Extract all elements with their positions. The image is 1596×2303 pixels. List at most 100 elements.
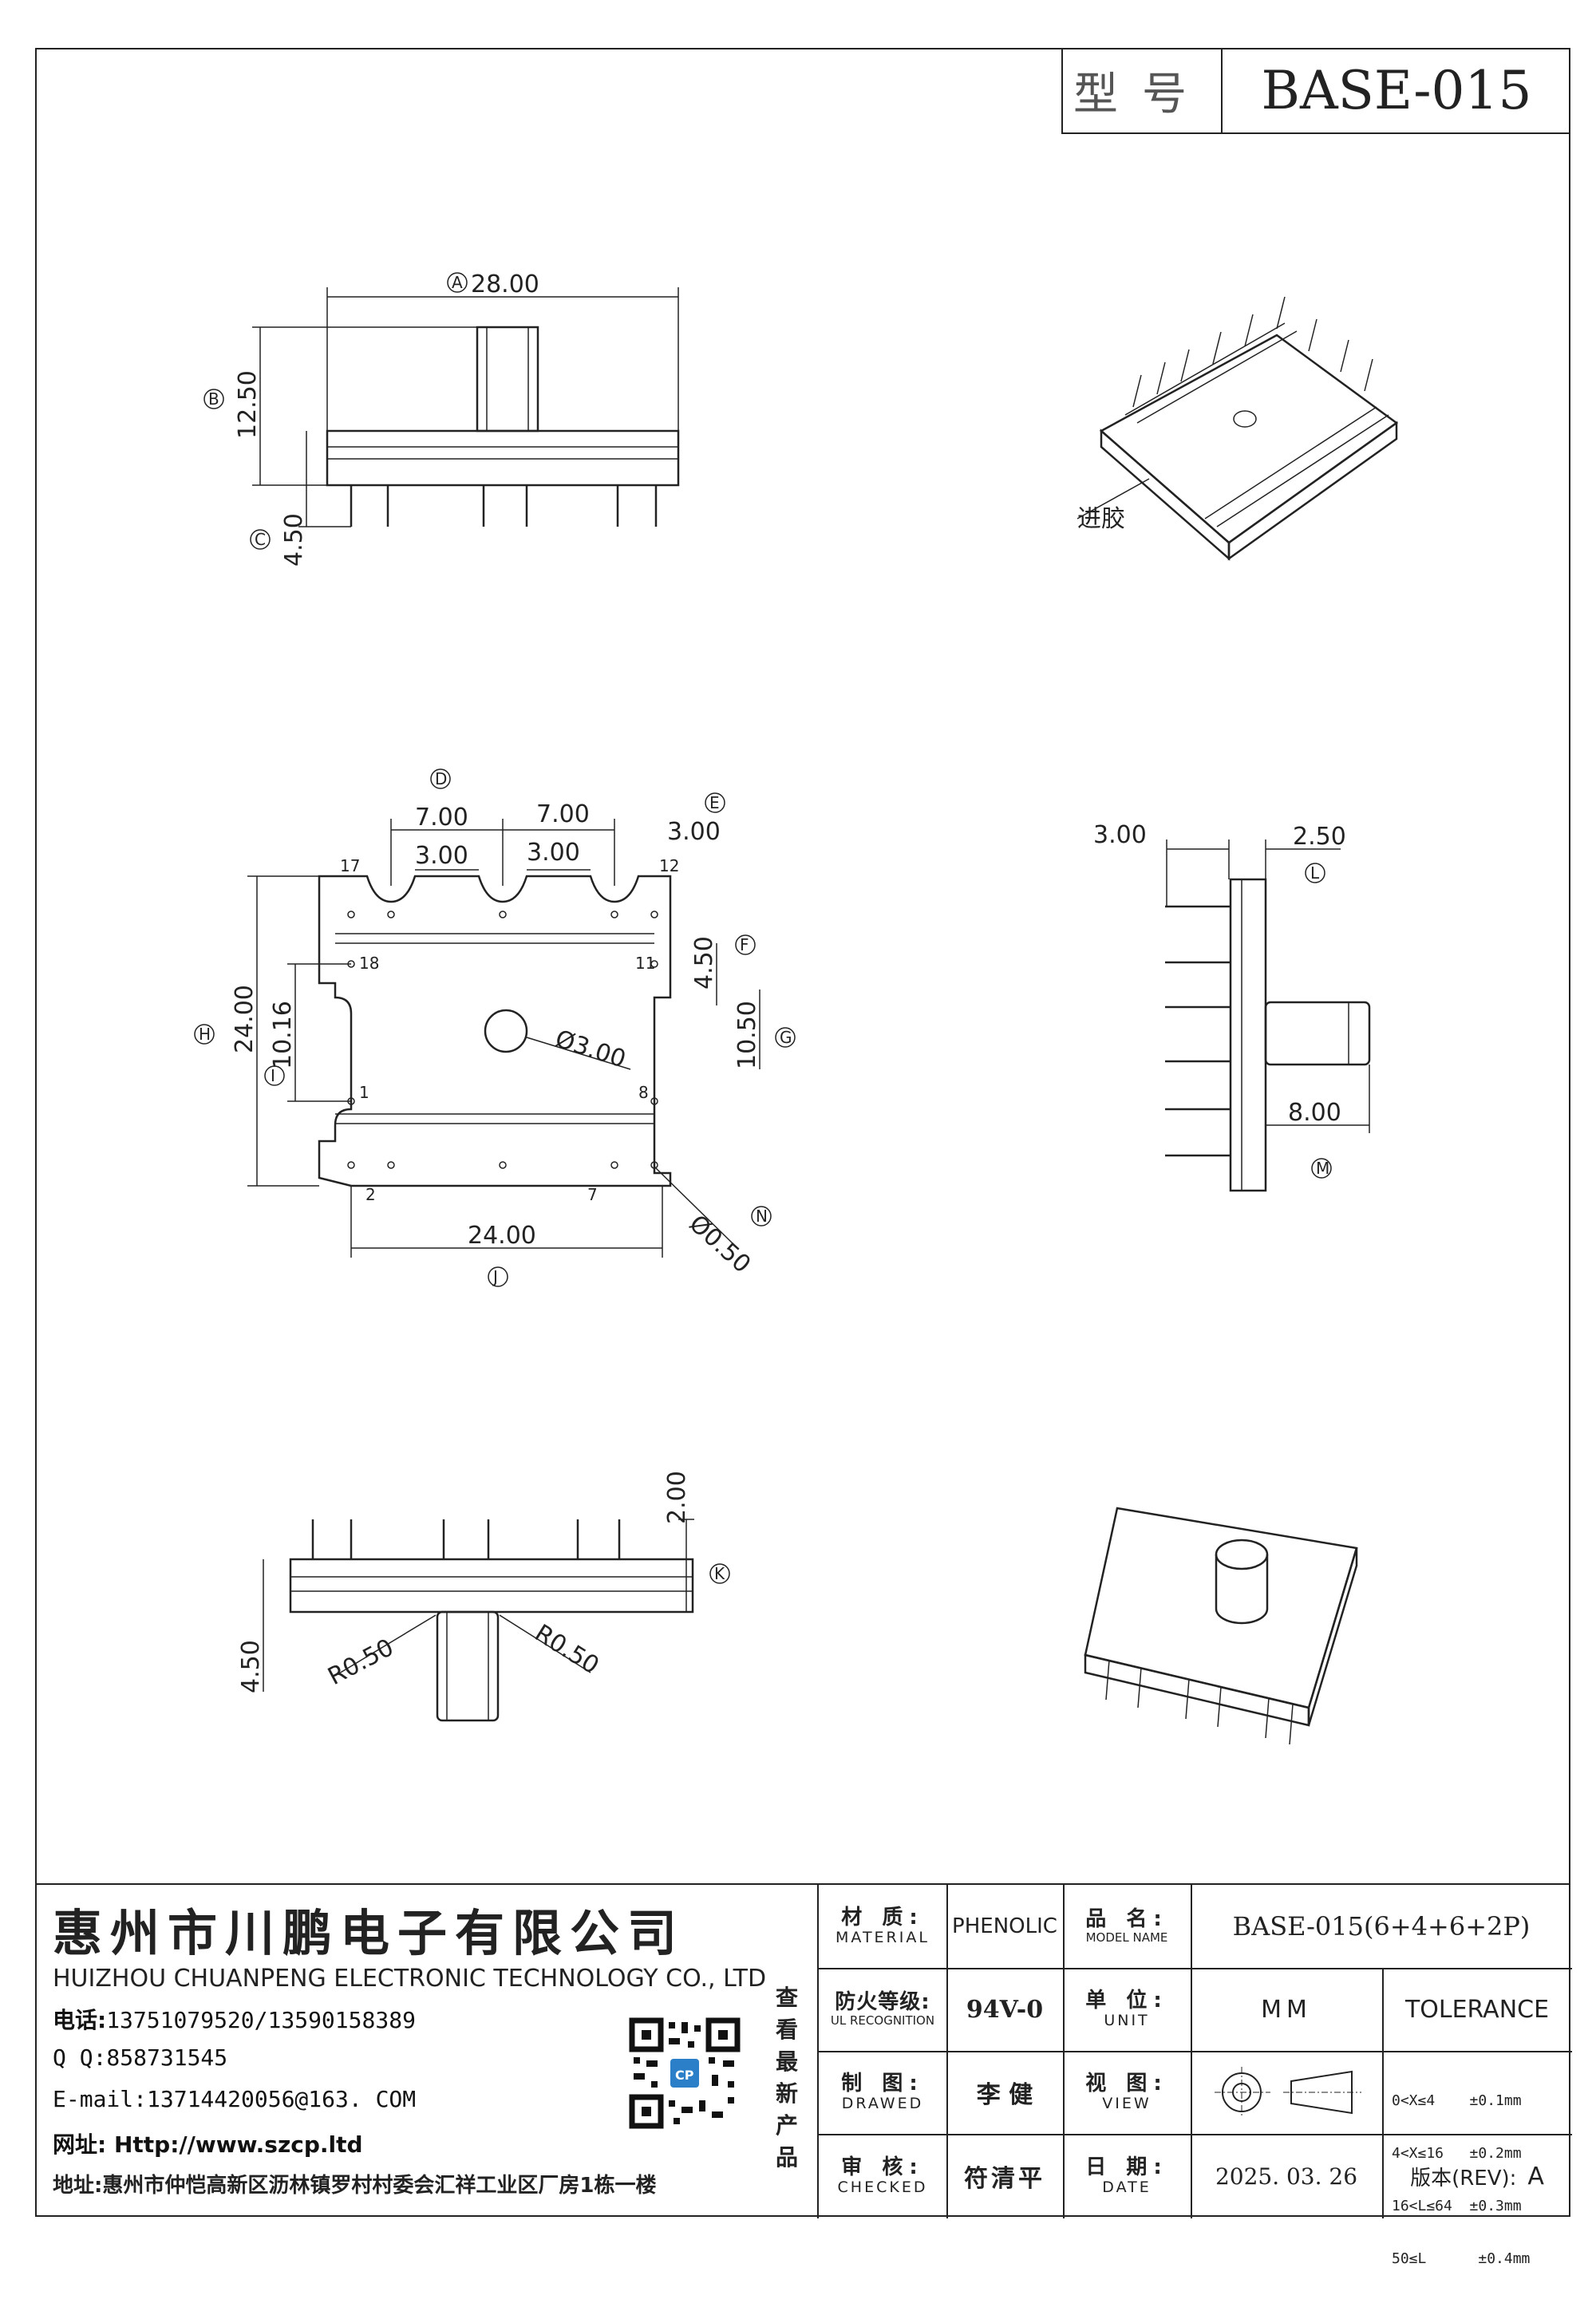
model-label: 型号 [1073, 68, 1211, 120]
unit-label-cell: 单 位: UNIT [1063, 1968, 1191, 2051]
marker-e: E [709, 793, 720, 812]
dim-side-span: 10.50 [733, 1001, 761, 1069]
fire-rating-label-en: UL RECOGNITION [830, 2013, 935, 2028]
company-address-row: 地址:惠州市仲恺高新区沥林镇罗村村委会汇祥工业区厂房1栋一楼 [53, 2169, 657, 2198]
front-post [476, 326, 539, 433]
marker-j: J [492, 1267, 498, 1286]
dim-slot-1: 3.00 [415, 842, 468, 870]
side-body [1229, 878, 1267, 1192]
revision-value: A [1527, 2162, 1544, 2190]
dim-side-thickness: 2.50 [1293, 823, 1346, 851]
unit-value: MM [1261, 1995, 1312, 2024]
dim-radius-left: R0.50 [323, 1633, 398, 1691]
marker-h: H [199, 1025, 211, 1044]
front-base [326, 429, 680, 487]
qr-code-icon: CP [629, 2017, 741, 2129]
dim-front-width: 28.00 [471, 271, 539, 298]
marker-m: M [1316, 1159, 1329, 1178]
bottom-view: 2.00 K 4.50 R0.50 R0.50 [237, 1471, 730, 1722]
view-label-en: VIEW [1102, 2095, 1152, 2112]
model-name-label-en: MODEL NAME [1085, 1930, 1168, 1945]
dim-pitch-2: 7.00 [536, 800, 590, 828]
drawn-label-cell: 制 图: DRAWED [819, 2051, 946, 2134]
material-label-cell: 材 质: MATERIAL [819, 1885, 946, 1968]
bottom-base [289, 1558, 694, 1614]
revision-label: 版本(REV): [1410, 2166, 1517, 2190]
company-web-row: 网址: Http://www.szcp.ltd [53, 2127, 363, 2159]
unit-label-cn: 单 位: [1085, 1989, 1168, 2013]
marker-l: L [1310, 863, 1320, 883]
dim-slot-3: 3.00 [667, 818, 721, 846]
svg-text:CP: CP [675, 2068, 694, 2083]
date-label-cell: 日 期: DATE [1063, 2134, 1191, 2218]
date-label-en: DATE [1102, 2179, 1152, 2196]
qr-note: 查看最新产品 [776, 1985, 799, 2171]
isometric-top-view: 进胶 [1077, 296, 1399, 561]
model-name-value: BASE-015(6+4+6+2P) [1232, 1911, 1531, 1942]
technical-drawing: 28.00 12.50 4.50 A B C [194, 271, 1399, 1745]
web-value[interactable]: Http://www.szcp.ltd [106, 2131, 363, 2158]
phone-value: 13751079520/13590158389 [106, 2007, 416, 2033]
tolerance-row-4: 50≤L ±0.4mm [1392, 2250, 1531, 2267]
bottom-post [436, 1610, 500, 1722]
dim-inner-span: 10.16 [269, 1001, 297, 1069]
dim-center-hole: Ø3.00 [552, 1025, 630, 1073]
pin-7: 7 [587, 1185, 598, 1204]
address-label: 地址: [53, 2174, 103, 2198]
top-view: 17 12 18 11 1 8 2 7 7.00 7.00 3.00 3.00 … [194, 768, 796, 1287]
marker-c: C [255, 530, 266, 549]
marker-d: D [435, 769, 447, 788]
pin-18: 18 [359, 954, 379, 973]
gate-label: 进胶 [1077, 505, 1125, 533]
checked-label-en: CHECKED [837, 2179, 928, 2196]
dim-pin-hole: Ø0.50 [684, 1210, 757, 1279]
company-phone-row: 电话:13751079520/13590158389 [53, 2003, 416, 2035]
model-value: BASE-015 [1261, 59, 1532, 121]
fire-rating-label-cn: 防火等级: [835, 1990, 930, 2014]
material-label-cn: 材 质: [841, 1906, 924, 1930]
checked-label-cell: 审 核: CHECKED [819, 2134, 946, 2218]
model-value-cell: BASE-015 [1221, 48, 1570, 134]
view-label-cn: 视 图: [1085, 2072, 1168, 2096]
tolerance-row-1: 0<X≤4 ±0.1mm [1392, 2092, 1522, 2109]
center-hole [484, 1009, 528, 1053]
checked-value: 符清平 [964, 2165, 1045, 2193]
date-value: 2025. 03. 26 [1215, 2163, 1358, 2190]
model-name-label-cn: 品 名: [1085, 1907, 1168, 1931]
marker-i: I [271, 1066, 275, 1085]
pin-1: 1 [359, 1083, 369, 1102]
checked-label-cn: 审 核: [841, 2155, 924, 2179]
dim-bottom-pin-height: 2.00 [663, 1471, 691, 1524]
title-block: 惠州市川鹏电子有限公司 HUIZHOU CHUANPENG ELECTRONIC… [35, 1883, 1572, 2267]
isometric-bottom-view [1084, 1507, 1358, 1745]
tolerance-row-3: 16<L≤64 ±0.3mm [1392, 2198, 1522, 2214]
pin-2: 2 [365, 1185, 376, 1204]
fire-rating-value: 94V-0 [966, 1995, 1044, 2024]
dim-front-height: 12.50 [234, 370, 262, 439]
company-panel: 惠州市川鹏电子有限公司 HUIZHOU CHUANPENG ELECTRONIC… [35, 1885, 817, 2218]
fire-rating-label-cell: 防火等级: UL RECOGNITION [819, 1968, 946, 2051]
marker-n: N [756, 1207, 768, 1226]
company-qq: Q Q:858731545 [53, 2044, 228, 2071]
marker-k: K [714, 1564, 725, 1583]
pin-12: 12 [659, 856, 679, 875]
dim-height: 24.00 [231, 985, 259, 1053]
top-outline [318, 875, 672, 1187]
marker-b: B [208, 389, 219, 409]
revision-cell: 版本(REV): A [1382, 2134, 1572, 2218]
pin-8: 8 [638, 1083, 649, 1102]
dim-side-offset: 3.00 [1093, 821, 1147, 849]
company-name-cn: 惠州市川鹏电子有限公司 [53, 1904, 685, 1962]
unit-label-en: UNIT [1104, 2012, 1150, 2029]
pin-17: 17 [340, 856, 360, 875]
marker-g: G [780, 1028, 792, 1047]
address-value: 惠州市仲恺高新区沥林镇罗村村委会汇祥工业区厂房1栋一楼 [102, 2174, 657, 2198]
drawing-frame [35, 48, 1570, 2217]
drawn-label-en: DRAWED [841, 2095, 924, 2112]
side-view: 3.00 2.50 L 8.00 M [1093, 821, 1371, 1192]
date-label-cn: 日 期: [1085, 2155, 1168, 2179]
dim-radius-right: R0.50 [530, 1619, 604, 1680]
dim-bottom-width: 24.00 [468, 1222, 536, 1250]
company-name-en: HUIZHOU CHUANPENG ELECTRONIC TECHNOLOGY … [53, 1965, 767, 1993]
marker-f: F [740, 935, 749, 954]
